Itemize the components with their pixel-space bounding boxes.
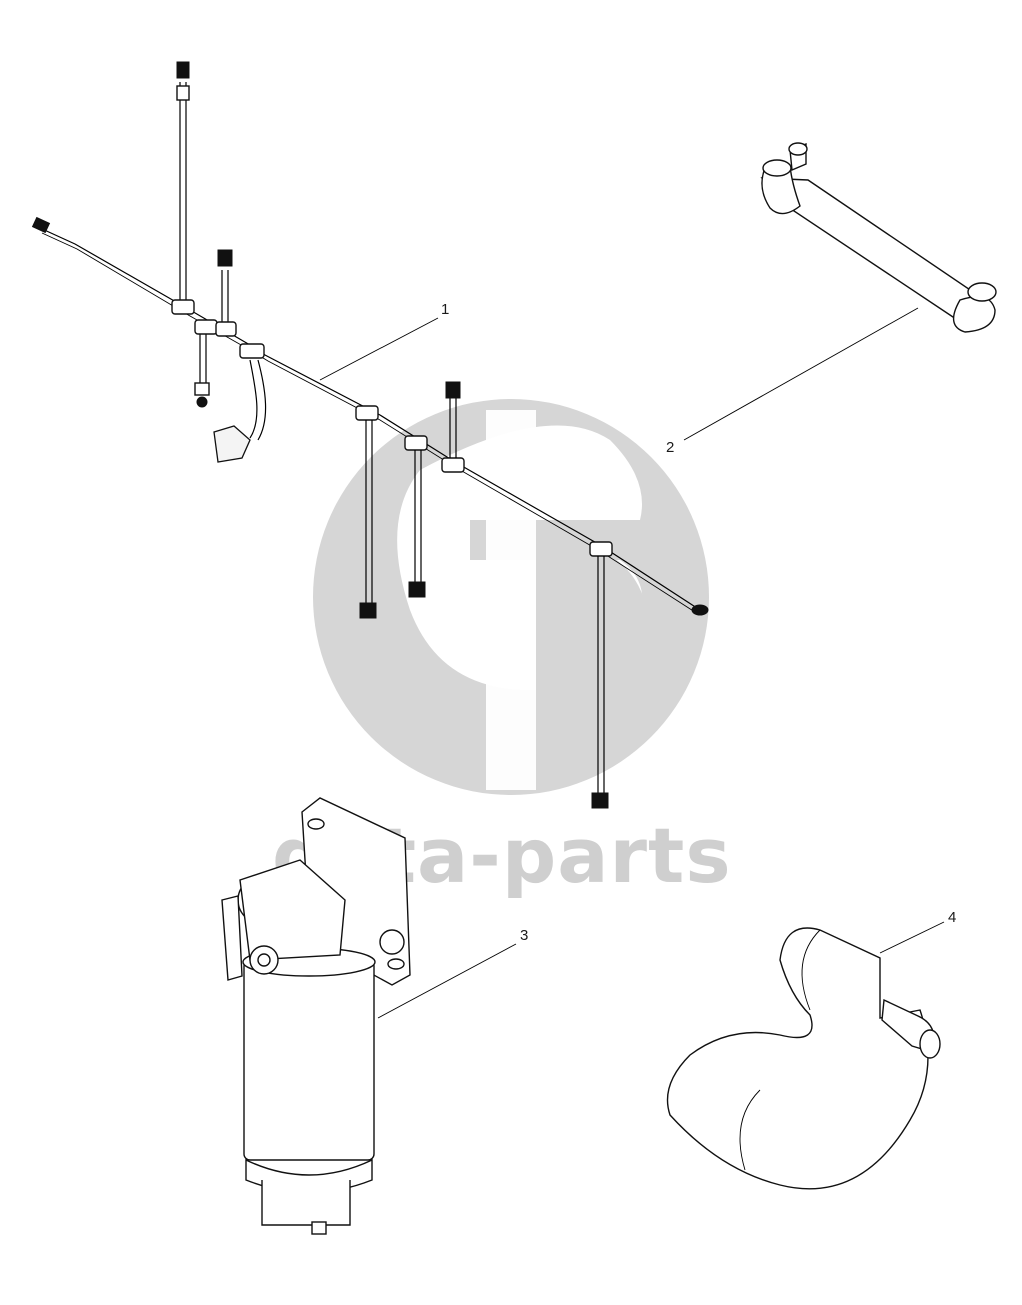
watermark-logo xyxy=(313,399,709,795)
callout-3: 3 xyxy=(520,927,528,944)
rubber-hose xyxy=(666,921,945,1190)
coolant-pipe xyxy=(683,142,997,441)
callout-4: 4 xyxy=(948,909,956,926)
fuel-filter xyxy=(221,797,517,1235)
callout-1: 1 xyxy=(441,301,449,318)
callout-2: 2 xyxy=(666,439,674,456)
wiring-harness xyxy=(31,61,709,809)
